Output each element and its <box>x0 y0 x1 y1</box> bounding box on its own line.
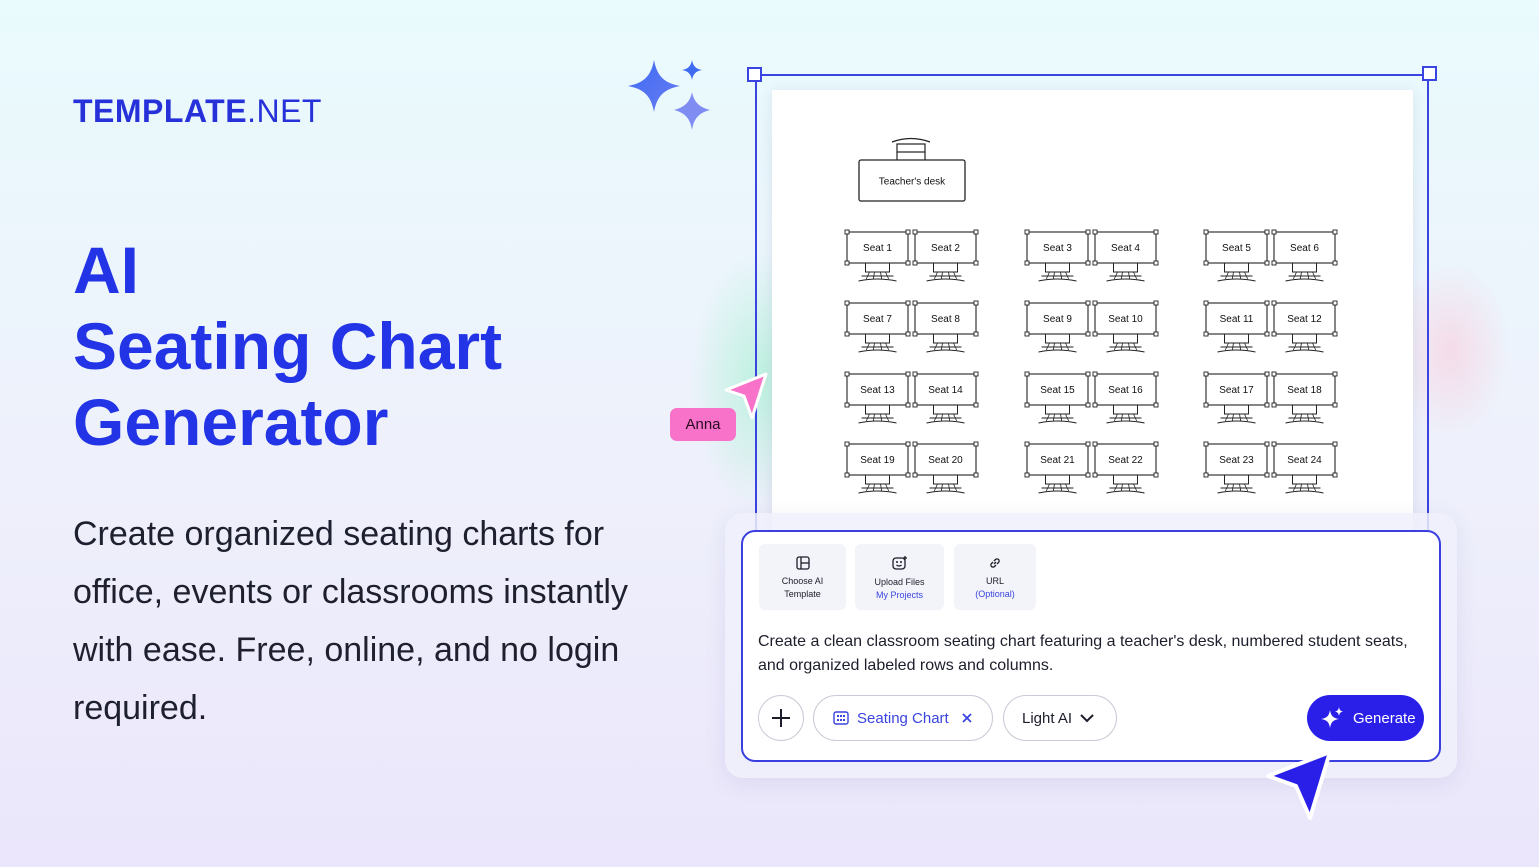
seat: Seat 21 <box>1024 441 1091 494</box>
sparkle-icon <box>1321 707 1343 728</box>
seat-label: Seat 7 <box>863 314 892 325</box>
seat: Seat 6 <box>1271 229 1338 282</box>
tool-sub-label: Template <box>784 588 821 599</box>
generate-button[interactable]: Generate <box>1307 695 1424 741</box>
close-icon[interactable] <box>961 712 973 724</box>
prompt-input[interactable]: Create a clean classroom seating chart f… <box>758 633 1408 674</box>
seat: Seat 10 <box>1092 300 1159 353</box>
tool-choose-template[interactable]: Choose AI Template <box>759 544 846 610</box>
seat: Seat 16 <box>1092 371 1159 424</box>
seat: Seat 24 <box>1271 441 1338 494</box>
seat: Seat 8 <box>912 300 979 353</box>
sparkles-icon <box>628 60 710 130</box>
seat: Seat 7 <box>844 300 911 353</box>
seat-label: Seat 15 <box>1040 385 1075 396</box>
seat-label: Seat 13 <box>860 385 895 396</box>
seat-label: Seat 16 <box>1108 385 1143 396</box>
seat-label: Seat 5 <box>1222 243 1251 254</box>
seat: Seat 3 <box>1024 229 1091 282</box>
collaborator-cursor-icon <box>724 372 768 420</box>
tool-upload-files[interactable]: Upload Files My Projects <box>855 544 944 610</box>
plus-icon <box>772 709 790 727</box>
teacher-chair-icon <box>891 137 931 160</box>
seat: Seat 15 <box>1024 371 1091 424</box>
seat-label: Seat 11 <box>1220 314 1254 325</box>
category-chip[interactable]: Seating Chart <box>813 695 993 741</box>
seat: Seat 20 <box>912 441 979 494</box>
seat: Seat 11 <box>1203 300 1270 353</box>
seat-label: Seat 6 <box>1290 243 1319 254</box>
chevron-down-icon <box>1080 714 1094 723</box>
seat: Seat 1 <box>844 229 911 282</box>
hero-title: AI Seating Chart Generator <box>73 232 502 460</box>
seat-label: Seat 20 <box>928 455 963 466</box>
brand-logo-suffix: .NET <box>247 93 322 129</box>
upload-image-icon <box>891 555 907 570</box>
selection-frame[interactable] <box>755 74 1429 544</box>
seat-label: Seat 24 <box>1287 455 1322 466</box>
seat: Seat 19 <box>844 441 911 494</box>
seat: Seat 12 <box>1271 300 1338 353</box>
seat-label: Seat 8 <box>931 314 960 325</box>
seat-label: Seat 19 <box>860 455 895 466</box>
add-attachment-button[interactable] <box>758 695 804 741</box>
hero-description: Create organized seating charts for offi… <box>73 515 628 727</box>
pointer-cursor-icon <box>1266 750 1332 820</box>
hero-title-line3: Generator <box>73 385 389 459</box>
tool-label: URL <box>985 575 1004 586</box>
tool-sub-label[interactable]: My Projects <box>875 589 923 600</box>
teacher-desk <box>858 159 966 202</box>
link-icon <box>990 557 1000 568</box>
seat-label: Seat 22 <box>1108 455 1143 466</box>
model-select[interactable]: Light AI <box>1003 695 1117 741</box>
seating-grid-icon <box>833 711 849 725</box>
model-select-label: Light AI <box>1022 709 1073 727</box>
brand-logo: TEMPLATE.NET <box>73 93 322 130</box>
seat: Seat 4 <box>1092 229 1159 282</box>
generate-button-label: Generate <box>1353 709 1416 727</box>
category-chip-label: Seating Chart <box>857 709 949 727</box>
hero-title-line1: AI <box>73 233 139 307</box>
brand-logo-bold: TEMPLATE <box>73 93 248 129</box>
tool-sub-label: (Optional) <box>975 588 1015 599</box>
tool-label: Upload Files <box>874 576 925 587</box>
seat-label: Seat 21 <box>1040 455 1075 466</box>
resize-handle-top-left[interactable] <box>747 67 762 82</box>
seat-label: Seat 18 <box>1287 385 1322 396</box>
tool-url[interactable]: URL (Optional) <box>954 544 1036 610</box>
seat-label: Seat 4 <box>1111 243 1140 254</box>
seat-label: Seat 10 <box>1108 314 1143 325</box>
template-icon <box>795 555 810 570</box>
hero-title-line2: Seating Chart <box>73 309 503 383</box>
seat-label: Seat 3 <box>1043 243 1072 254</box>
collaborator-name-tag: Anna <box>670 408 736 441</box>
seat: Seat 2 <box>912 229 979 282</box>
seat: Seat 14 <box>912 371 979 424</box>
resize-handle-top-right[interactable] <box>1422 66 1437 81</box>
tool-label: Choose AI <box>781 575 824 586</box>
seat-label: Seat 17 <box>1219 385 1254 396</box>
seat: Seat 22 <box>1092 441 1159 494</box>
seat: Seat 9 <box>1024 300 1091 353</box>
seat-label: Seat 9 <box>1043 314 1072 325</box>
seat-label: Seat 1 <box>863 243 892 254</box>
seat-label: Seat 14 <box>928 385 963 396</box>
seat: Seat 13 <box>844 371 911 424</box>
seat: Seat 23 <box>1203 441 1270 494</box>
teacher-desk-label: Teacher's desk <box>879 177 946 188</box>
seat-label: Seat 12 <box>1287 314 1322 325</box>
seat-label: Seat 23 <box>1219 455 1254 466</box>
seat: Seat 18 <box>1271 371 1338 424</box>
seat: Seat 5 <box>1203 229 1270 282</box>
seat-label: Seat 2 <box>931 243 960 254</box>
seat: Seat 17 <box>1203 371 1270 424</box>
